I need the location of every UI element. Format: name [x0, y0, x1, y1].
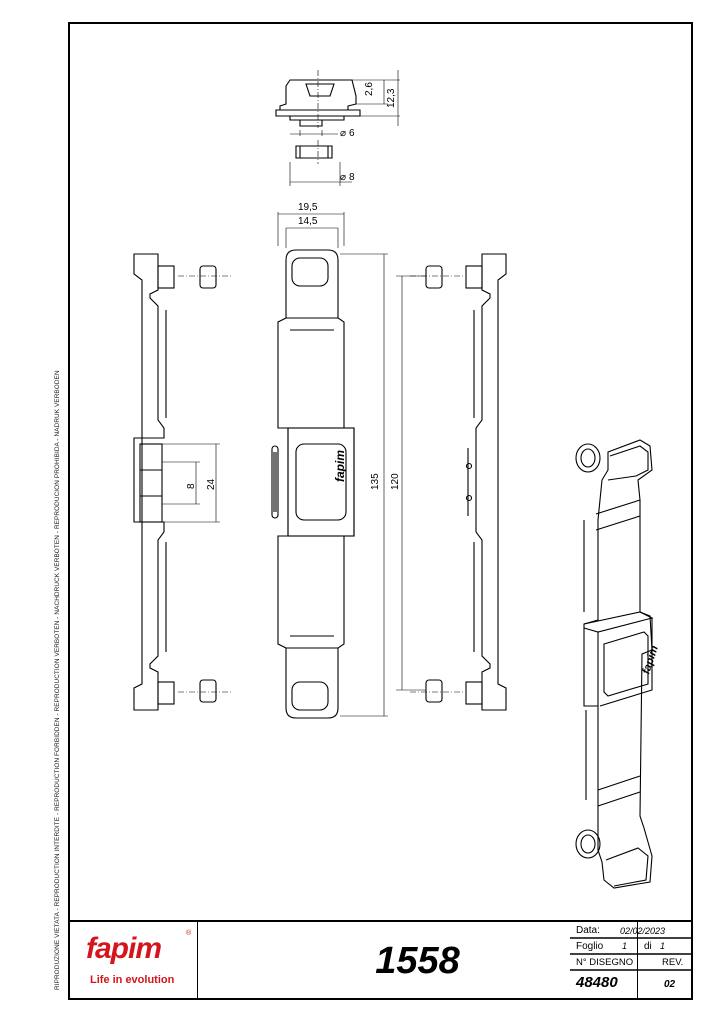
- front-view: [271, 212, 388, 719]
- dim-19-5: 19,5: [298, 202, 318, 213]
- dim-phi-sym-8: ⌀: [340, 172, 346, 183]
- sheet-label: Foglio: [576, 941, 604, 952]
- registered-mark: ®: [186, 930, 192, 937]
- logo-wordmark: fapim: [86, 932, 162, 965]
- dim-120: 120: [390, 473, 401, 490]
- of-label: di: [644, 941, 652, 952]
- title-block-grid: [570, 937, 693, 971]
- company-logo: fapim ® Life in evolution: [68, 922, 198, 1000]
- dim-14-5: 14,5: [298, 216, 318, 227]
- left-side-view: [133, 253, 232, 711]
- dim-phi8: 8: [349, 172, 355, 183]
- logo-tagline: Life in evolution: [90, 974, 175, 986]
- dim-24: 24: [206, 478, 217, 490]
- drawing-frame: [68, 22, 693, 1000]
- top-pin-detail: [275, 70, 361, 164]
- date-value: 02/02/2023: [620, 926, 666, 936]
- date-label: Data:: [576, 925, 600, 936]
- dim-phi-sym-6: ⌀: [340, 128, 346, 139]
- part-logo-front: fapim: [333, 450, 347, 482]
- dim-135: 135: [370, 473, 381, 490]
- of-value: 1: [660, 941, 666, 951]
- rev-label: REV.: [662, 957, 684, 968]
- dim-8: 8: [186, 483, 197, 489]
- drawing-no-label: N° DISEGNO: [576, 957, 634, 968]
- top-dimension-lines: [289, 70, 400, 186]
- dim-2-6: 2,6: [364, 82, 375, 96]
- drawing-title: 1558: [198, 922, 638, 1000]
- revision-number: 02: [664, 979, 676, 990]
- part-logo-iso: fapim: [640, 644, 661, 676]
- title-block: fapim ® Life in evolution 1558 Data: 02/…: [68, 920, 693, 1000]
- dim-12-3: 12,3: [386, 88, 397, 108]
- dimension-labels: 2,6 12,3 ⌀ 6 ⌀ 8 19,5 14,5 135 120 8 24: [186, 82, 401, 490]
- isometric-view: [575, 439, 654, 889]
- dim-phi6: 6: [349, 128, 355, 139]
- drawing-number: 48480: [576, 974, 618, 991]
- right-side-view: [396, 253, 507, 711]
- sheet-value: 1: [622, 941, 628, 951]
